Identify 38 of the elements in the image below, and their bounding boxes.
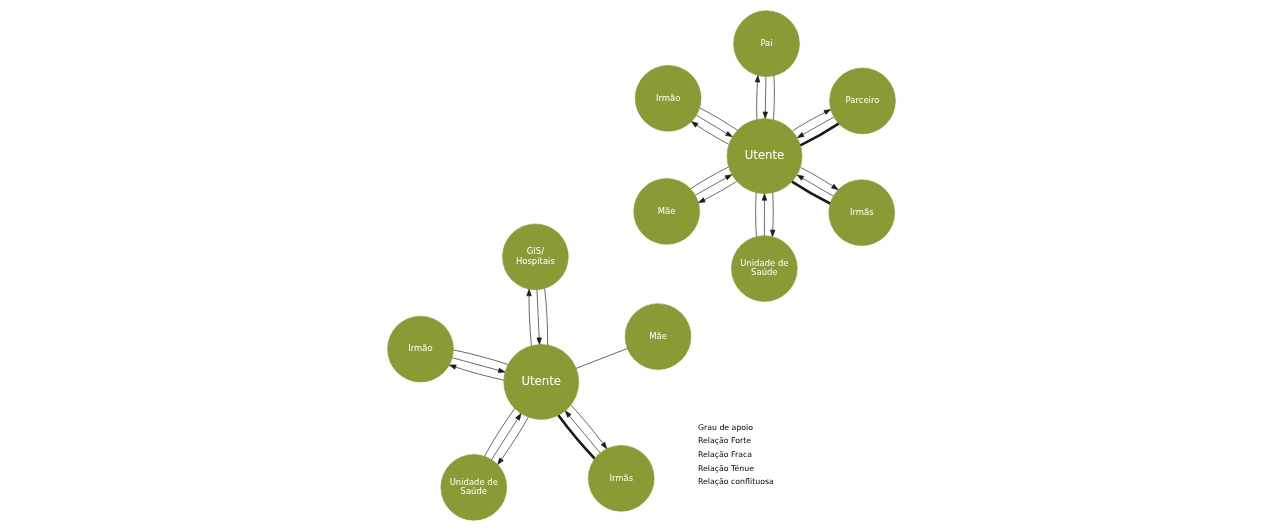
- arrow: [491, 413, 522, 460]
- node-circle: Pai: [733, 10, 800, 77]
- arrow: [754, 75, 761, 120]
- connector: [544, 288, 548, 346]
- arrow: [449, 364, 505, 381]
- arrow: [696, 115, 733, 138]
- node-circle: Irmãs: [588, 445, 655, 512]
- arrow: [698, 181, 737, 203]
- connector: [575, 348, 628, 369]
- arrow: [761, 193, 768, 236]
- node-circle: Mãe: [633, 178, 700, 245]
- arrow: [792, 109, 832, 132]
- arrow: [762, 76, 768, 119]
- connector: [699, 107, 738, 131]
- node-circle: GIS/ Hospitais: [502, 223, 569, 291]
- connector: [453, 349, 509, 365]
- node-circle: Mãe: [624, 303, 692, 370]
- arrow: [570, 404, 608, 450]
- arrow: [536, 289, 542, 345]
- arrow: [770, 192, 776, 237]
- node-circle: Irmão: [387, 315, 454, 383]
- connector: [484, 408, 515, 457]
- arrow: [800, 167, 839, 190]
- connector: [791, 180, 831, 205]
- arrow: [564, 410, 601, 454]
- arrow: [452, 357, 506, 373]
- connector: [690, 166, 729, 190]
- connector: [557, 414, 596, 460]
- arrow: [796, 174, 834, 197]
- arrow: [691, 121, 730, 145]
- arrow: [695, 174, 733, 196]
- arrow: [497, 417, 529, 465]
- connector: [799, 122, 840, 147]
- arrow: [797, 116, 834, 138]
- node-circle: Unidade de Saúde: [731, 235, 798, 302]
- arrow: [526, 288, 532, 347]
- node-circle: Parceiro: [829, 67, 896, 135]
- connector: [773, 75, 775, 120]
